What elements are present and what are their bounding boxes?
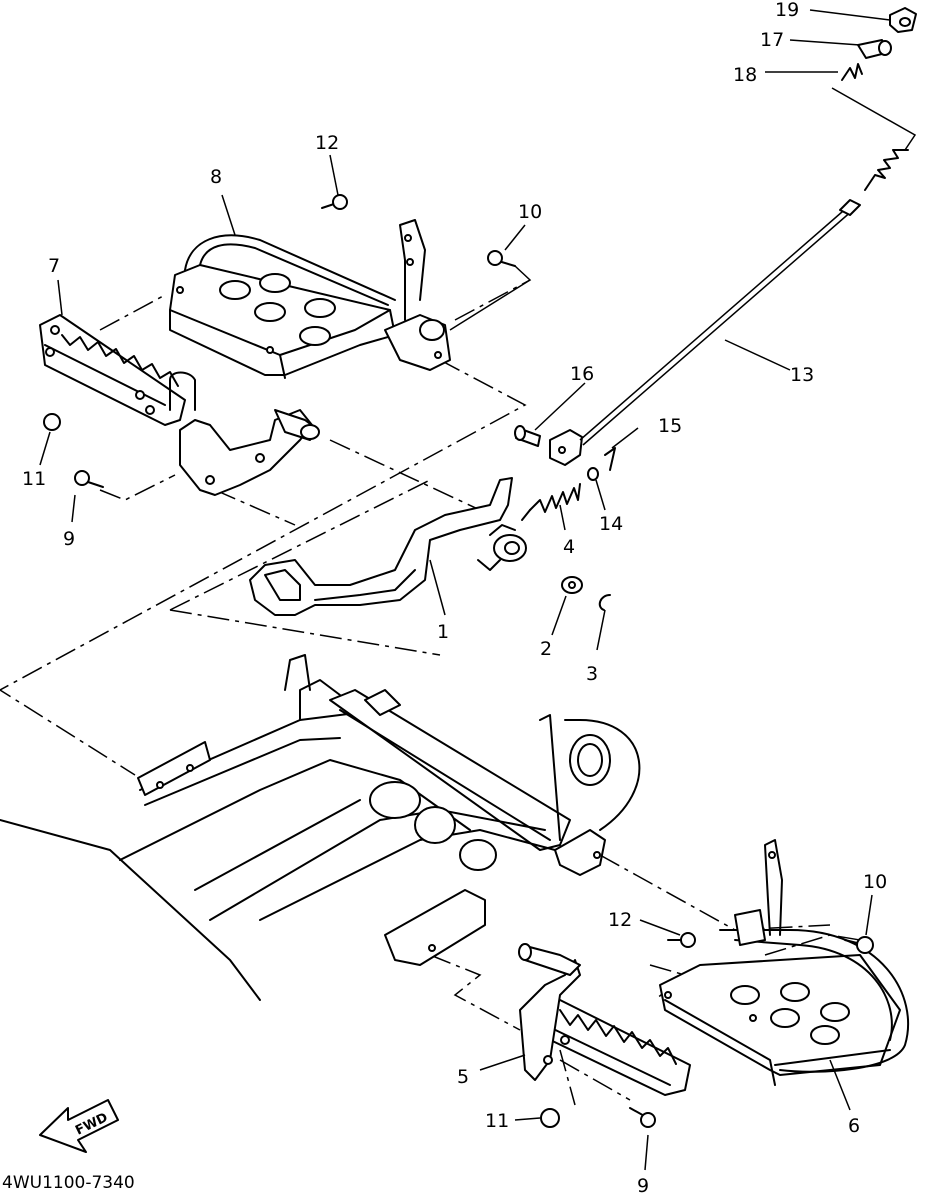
callout-7: 7 [48, 255, 60, 277]
callout-19: 19 [775, 0, 799, 21]
callout-1: 1 [437, 621, 449, 643]
callout-17: 17 [760, 29, 784, 51]
callout-16: 16 [570, 363, 594, 385]
small-hardware [514, 425, 616, 611]
right-footpeg [518, 943, 691, 1096]
callout-18: 18 [733, 64, 757, 86]
callout-3: 3 [586, 663, 598, 685]
callout-2: 2 [540, 638, 552, 660]
bolts [43, 194, 874, 1128]
callout-14: 14 [599, 513, 623, 535]
callout-8: 8 [210, 166, 222, 188]
left-footrest-plate [169, 219, 451, 379]
brake-pedal [249, 477, 527, 616]
callout-6: 6 [848, 1115, 860, 1137]
callout-13: 13 [790, 364, 814, 386]
callout-10-right: 10 [863, 871, 887, 893]
callout-11-bottom: 11 [485, 1110, 509, 1132]
right-footrest-plate [659, 839, 910, 1086]
callout-12-right: 12 [608, 909, 632, 931]
diagram-code: 4WU1100-7340 [2, 1173, 135, 1193]
callout-9-left: 9 [63, 528, 75, 550]
left-footpeg [39, 314, 320, 496]
callout-11-left: 11 [22, 468, 46, 490]
callout-9-bottom: 9 [637, 1175, 649, 1193]
vehicle-frame [0, 654, 641, 1001]
brake-rod [579, 7, 917, 446]
callout-15: 15 [658, 415, 682, 437]
callout-labels: 1 2 3 4 5 6 7 8 9 9 10 10 11 11 12 12 13… [22, 0, 887, 1193]
leader-lines [39, 9, 917, 1171]
callout-12-top: 12 [315, 132, 339, 154]
forward-arrow-icon: FWD [39, 1099, 119, 1153]
callout-10-top: 10 [518, 201, 542, 223]
callout-4: 4 [563, 536, 575, 558]
callout-5: 5 [457, 1066, 469, 1088]
